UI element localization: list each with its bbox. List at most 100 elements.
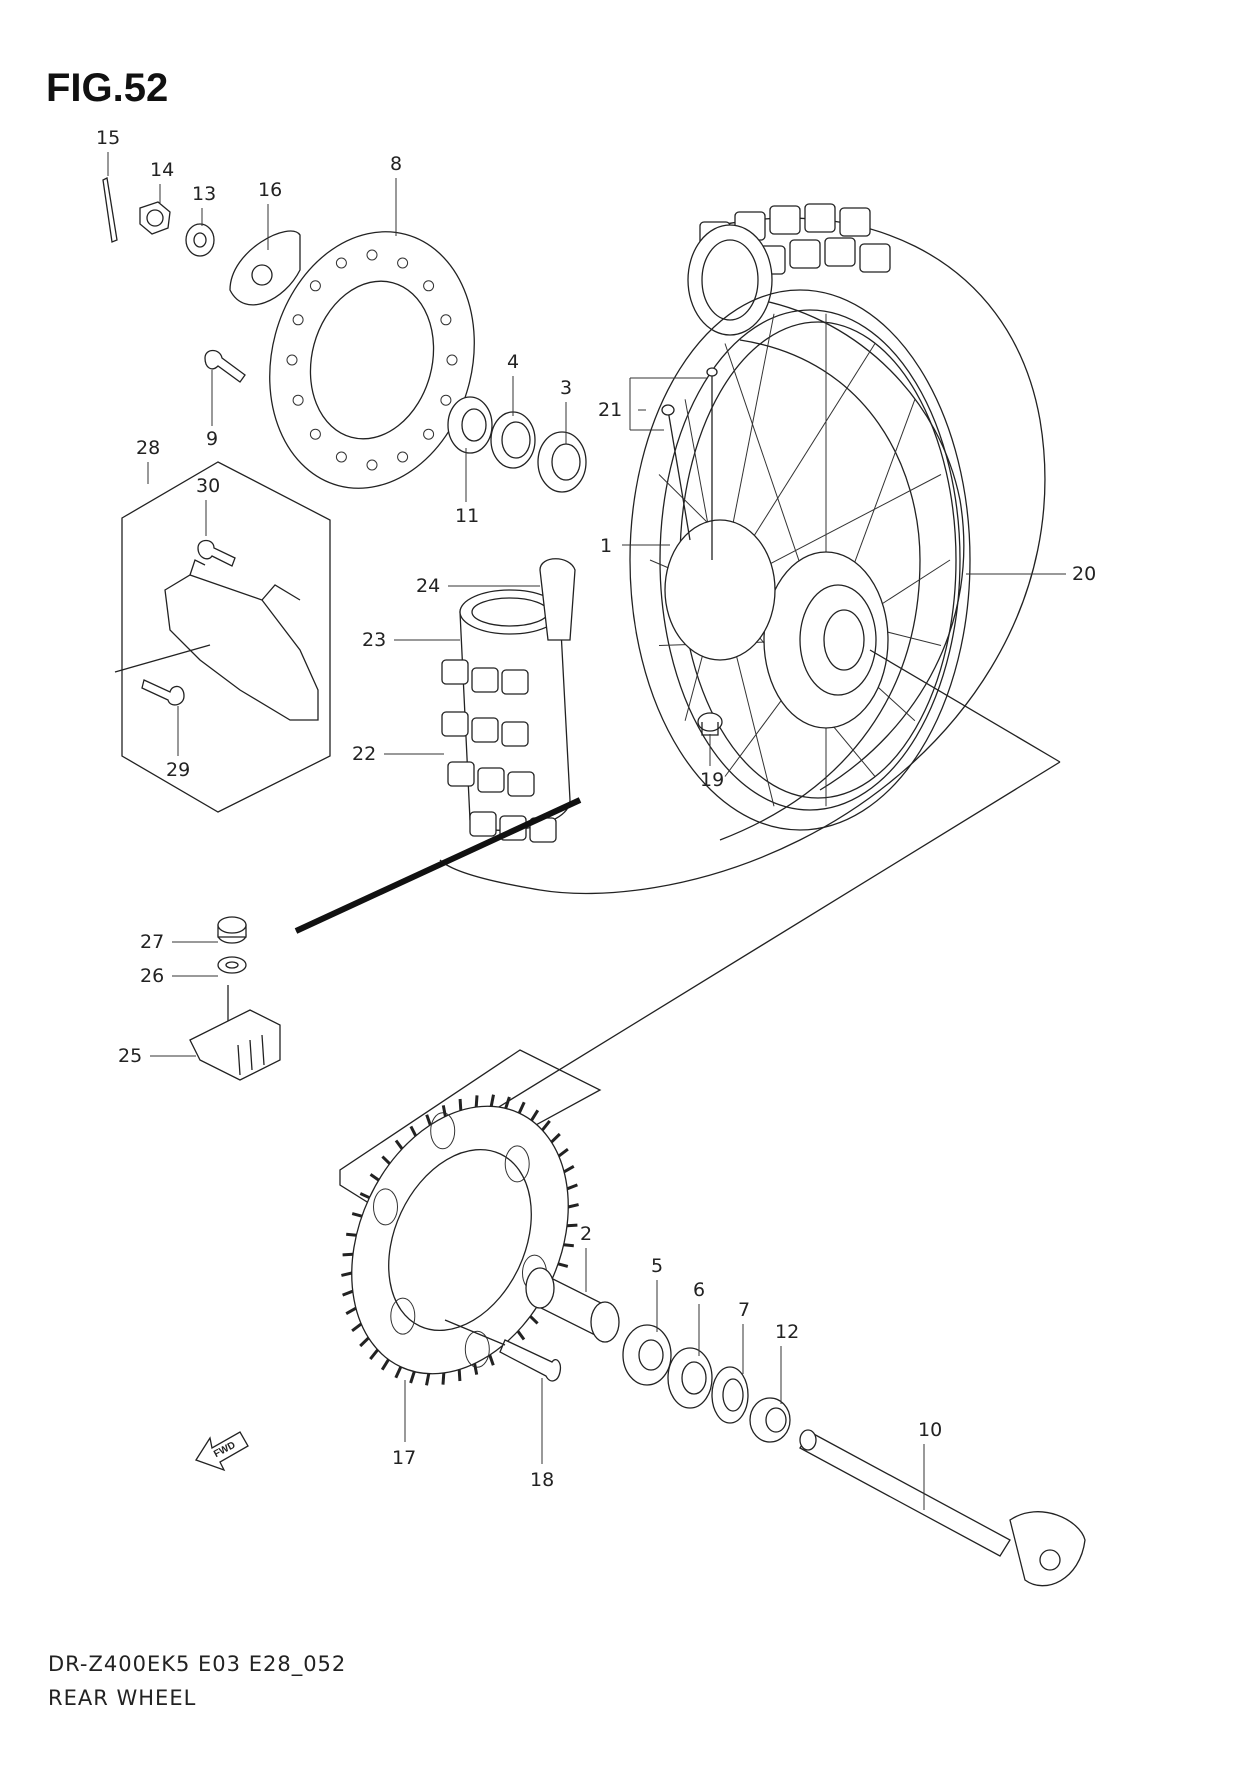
part-number-25: 25 [118, 1045, 142, 1067]
sprocket-tooth [557, 1148, 569, 1158]
sprocket-tooth [474, 1095, 479, 1108]
sprocket-tooth [351, 1212, 363, 1218]
sprocket-tooth [381, 1155, 391, 1165]
tread-blocks-left [441, 659, 557, 843]
part-number-14: 14 [150, 159, 174, 181]
sprocket-tooth [409, 1371, 416, 1384]
sprocket-tooth [341, 1271, 353, 1277]
figure-title: FIG.52 [46, 66, 169, 110]
sprocket-hole [430, 1112, 456, 1150]
sprocket-tooth [394, 1139, 404, 1150]
part-number-3: 3 [560, 377, 572, 399]
disc-hole [366, 459, 378, 471]
part-number-29: 29 [166, 759, 190, 781]
dust-seal-4 [490, 411, 536, 469]
part-number-5: 5 [651, 1255, 663, 1277]
disc-hole [440, 314, 452, 326]
disc-guard-group-box [121, 461, 331, 813]
part-number-19: 19 [700, 769, 724, 791]
rear-axle [799, 1429, 1086, 1587]
sprocket-tooth [541, 1119, 551, 1132]
sprocket-tooth [409, 1125, 418, 1137]
part-leaders [107, 152, 1066, 1510]
sprocket-tooth [394, 1366, 403, 1379]
sprocket-tooth [342, 1252, 354, 1257]
sprocket-tooth [473, 1363, 479, 1375]
sprocket-tooth [489, 1094, 495, 1107]
part-number-13: 13 [192, 183, 216, 205]
part-number-21: 21 [598, 399, 622, 421]
disc-hole [446, 354, 458, 366]
guard-bolt-30 [197, 539, 236, 567]
sprocket-tooth [530, 1109, 540, 1122]
sprocket-tooth [441, 1372, 446, 1385]
leader-bracket-21 [629, 377, 708, 431]
disc-bolt [204, 349, 246, 383]
sprocket-tooth [563, 1164, 575, 1174]
spacer-11 [447, 396, 493, 454]
sprocket-tooth [516, 1330, 526, 1341]
part-number-6: 6 [693, 1279, 705, 1301]
part-number-1: 1 [600, 535, 612, 557]
sprocket-tooth [359, 1336, 370, 1348]
sprocket-tooth [345, 1306, 357, 1316]
tire-outline [439, 203, 1046, 895]
tube-and-rim-lock [441, 558, 576, 843]
disc-hole [335, 451, 347, 463]
disc-hole [440, 394, 452, 406]
part-number-20: 20 [1072, 563, 1096, 585]
disc-hole [366, 249, 378, 261]
sprocket-tooth [351, 1322, 363, 1332]
sprocket-hole [373, 1188, 398, 1226]
rim-lock-25 [189, 985, 281, 1081]
part-number-10: 10 [918, 1419, 942, 1441]
model-code: DR-Z400EK5 E03 E28_052 [48, 1652, 347, 1676]
part-number-16: 16 [258, 179, 282, 201]
sprocket-bolt-18 [444, 1319, 562, 1382]
part-number-23: 23 [362, 629, 386, 651]
part-number-27: 27 [140, 931, 164, 953]
sprocket-tooth [441, 1105, 447, 1117]
sprocket-tooth [566, 1183, 578, 1191]
rim-lock [539, 558, 576, 641]
part-number-22: 22 [352, 743, 376, 765]
spacer-2 [525, 1267, 620, 1343]
sprocket-tooth [566, 1223, 578, 1228]
part-number-2: 2 [580, 1223, 592, 1245]
disc-hole [309, 280, 321, 292]
spoke-nipples-21 [661, 367, 718, 560]
axis-connector [869, 649, 1061, 763]
air-valve [697, 712, 723, 736]
cotter-pin [102, 177, 118, 243]
part-labels: 1234567891011121314151617181920212223242… [96, 127, 1096, 1491]
disc-hole [292, 394, 304, 406]
sprocket-tooth [425, 1114, 432, 1126]
sprocket-tooth [369, 1173, 380, 1182]
bearing-5 [622, 1324, 672, 1386]
disc-hole [292, 314, 304, 326]
sprocket-hole [464, 1330, 490, 1368]
part-number-11: 11 [455, 505, 479, 527]
part-number-12: 12 [775, 1321, 799, 1343]
disc-guard [164, 559, 319, 721]
guard-bolt-29 [141, 679, 185, 706]
sprocket-hole [504, 1145, 530, 1183]
part-number-15: 15 [96, 127, 120, 149]
sprocket-tooth [380, 1358, 390, 1371]
figure-caption: REAR WHEEL [48, 1686, 197, 1710]
part-number-9: 9 [206, 428, 218, 450]
washer [185, 223, 215, 257]
sprocket-tooth [369, 1348, 379, 1361]
disc-hole [397, 257, 409, 269]
sprocket-tooth [425, 1373, 431, 1386]
part-number-17: 17 [392, 1447, 416, 1469]
sprocket-tooth [342, 1289, 354, 1297]
sprocket-tooth [346, 1232, 357, 1237]
dust-seal-7 [711, 1366, 749, 1424]
part-number-8: 8 [390, 153, 402, 175]
sprocket-tooth [504, 1096, 511, 1109]
guard-leader-line [114, 644, 211, 673]
disc-hole [397, 451, 409, 463]
sprocket-tooth [567, 1203, 579, 1209]
